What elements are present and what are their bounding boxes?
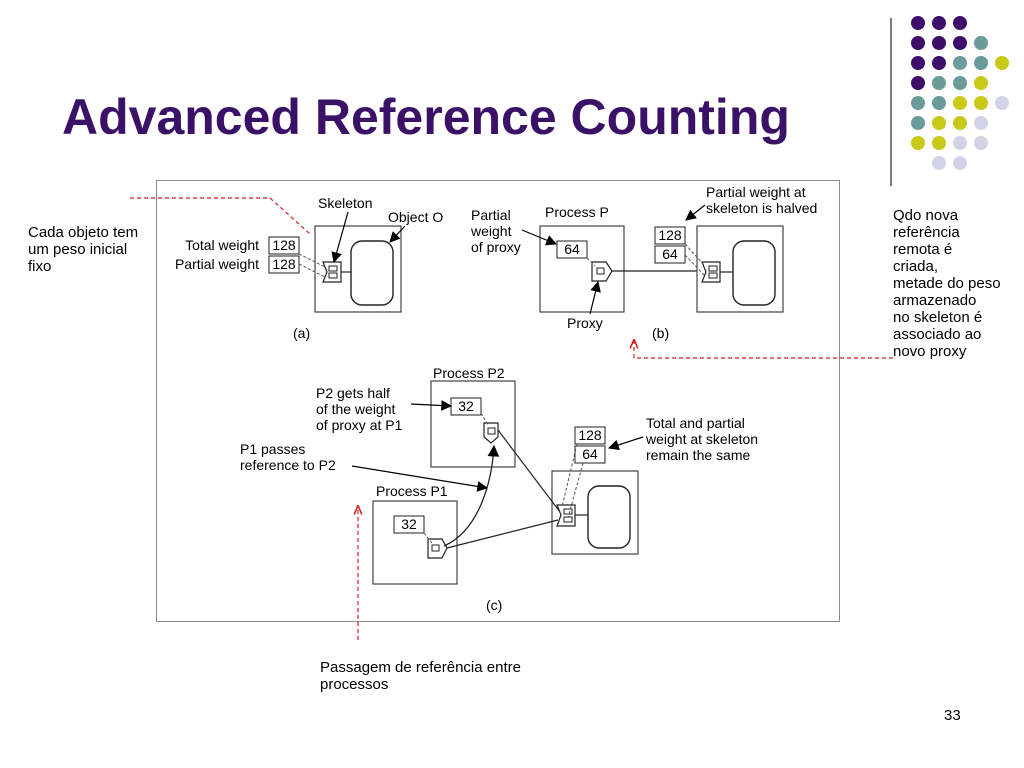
skeleton-total-value: 128 — [578, 427, 602, 443]
object-shape — [587, 485, 631, 549]
p1-reference-line — [446, 519, 559, 549]
decor-dot — [953, 156, 967, 170]
p1-weight-value: 32 — [401, 516, 417, 532]
label-process-p2: Process P2 — [433, 365, 505, 381]
annotation-line-left — [130, 197, 311, 235]
label-process-p1: Process P1 — [376, 483, 448, 499]
skeleton-partial-value: 64 — [662, 246, 678, 262]
decor-dot — [932, 16, 946, 30]
decor-dot — [995, 96, 1009, 110]
title-divider-line — [890, 18, 892, 186]
decor-dot — [974, 56, 988, 70]
decor-dot — [953, 56, 967, 70]
decor-dot — [932, 116, 946, 130]
note-line: metade do peso — [893, 275, 1001, 292]
p2-weight-value: 32 — [458, 398, 474, 414]
process-p-box — [539, 225, 625, 313]
note-line: Passagem de referência entre — [320, 659, 521, 676]
decor-dot — [974, 116, 988, 130]
part-c: Process P2 32 Process P1 32 128 64 P2 ge… — [240, 365, 762, 613]
note-initial-weight: Cada objeto tem um peso inicial fixo — [28, 224, 158, 275]
total-weight-value: 128 — [272, 237, 296, 253]
annotation-connectors — [130, 197, 893, 640]
decor-dot — [953, 36, 967, 50]
weight-box — [654, 226, 686, 245]
label-skeleton-halved: Partial weight at skeleton is halved — [706, 184, 817, 216]
p1-weight-box — [393, 515, 425, 534]
proxy-weight-value: 64 — [564, 241, 580, 257]
weight-box — [268, 236, 300, 255]
note-line: novo proxy — [893, 343, 967, 360]
proxy-weight-box — [556, 240, 588, 259]
decor-dot — [953, 76, 967, 90]
label-partial-proxy: Partial weight of proxy — [470, 207, 521, 255]
label-partial-weight: Partial weight — [175, 256, 259, 272]
part-a: 128 128 Total weight Partial weight Skel… — [175, 195, 443, 341]
decor-dot — [974, 96, 988, 110]
decor-dot — [995, 56, 1009, 70]
note-line: armazenado — [893, 292, 977, 309]
decor-dot — [953, 16, 967, 30]
decor-dot — [911, 76, 925, 90]
note-line: Cada objeto tem — [28, 224, 139, 241]
decor-dot — [953, 116, 967, 130]
decor-dot — [932, 136, 946, 150]
label-p1-passes: P1 passes reference to P2 — [240, 441, 336, 473]
annotation-line-right — [634, 340, 893, 359]
label-total-weight: Total weight — [185, 237, 259, 253]
note-reference-passing: Passagem de referência entre processos — [320, 659, 570, 693]
label-p2-gets: P2 gets half of the weight of proxy at P… — [316, 385, 403, 433]
decor-dot — [911, 96, 925, 110]
decor-dot — [911, 36, 925, 50]
decor-dot — [932, 156, 946, 170]
skeleton-total-value: 128 — [658, 227, 682, 243]
decor-dot — [974, 136, 988, 150]
label-remain-same: Total and partial weight at skeleton rem… — [645, 415, 762, 463]
label-process-p: Process P — [545, 204, 609, 220]
decor-dot — [932, 76, 946, 90]
note-new-reference: Qdo nova referência remota é criada, met… — [893, 207, 1021, 360]
caption-c: (c) — [486, 597, 502, 613]
weight-box — [574, 426, 606, 445]
label-object: Object O — [388, 209, 443, 225]
weight-box — [654, 245, 686, 264]
skeleton-partial-value: 64 — [582, 446, 598, 462]
note-line: referência — [893, 224, 960, 241]
decor-dot — [932, 36, 946, 50]
p2-reference-line — [497, 429, 561, 513]
note-line: no skeleton é — [893, 309, 983, 326]
pass-reference-arrow — [443, 444, 500, 547]
decor-dot — [974, 36, 988, 50]
decor-dot — [932, 96, 946, 110]
note-line: processos — [320, 676, 389, 693]
label-proxy: Proxy — [567, 315, 603, 331]
note-line: fixo — [28, 258, 52, 275]
note-line: associado ao — [893, 326, 982, 343]
decor-dot — [974, 76, 988, 90]
note-line: um peso inicial — [28, 241, 128, 258]
decor-dot — [911, 16, 925, 30]
caption-a: (a) — [293, 325, 310, 341]
decor-dot — [911, 116, 925, 130]
slide-title: Advanced Reference Counting — [62, 89, 790, 145]
decor-dot — [911, 136, 925, 150]
caption-b: (b) — [652, 325, 669, 341]
process-p2-box — [430, 380, 516, 468]
page-number: 33 — [944, 707, 961, 724]
decor-dot — [953, 96, 967, 110]
decor-dot — [911, 56, 925, 70]
object-shape — [350, 240, 394, 306]
object-shape — [732, 240, 776, 306]
partial-weight-value: 128 — [272, 256, 296, 272]
decor-dot — [932, 56, 946, 70]
decor-dot — [953, 136, 967, 150]
part-b: Process P 64 Partial weight of proxy Pro… — [470, 184, 817, 341]
label-skeleton: Skeleton — [318, 195, 372, 211]
note-line: remota é — [893, 241, 953, 258]
note-line: criada, — [893, 258, 939, 275]
note-line: Qdo nova — [893, 207, 959, 224]
